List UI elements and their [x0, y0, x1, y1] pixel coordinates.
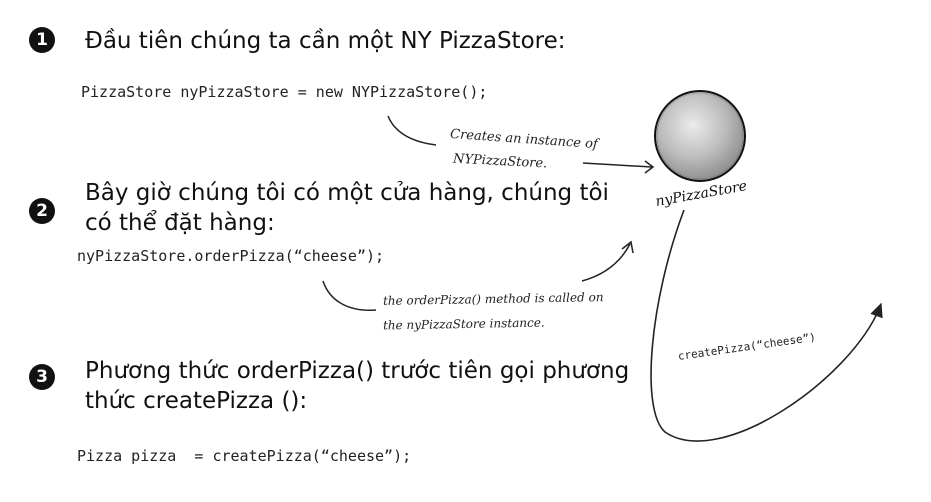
step-3-code: Pizza pizza = createPizza(“cheese”);	[77, 447, 412, 465]
step-2-heading-line-2: có thể đặt hàng:	[85, 210, 275, 236]
object-label: nyPizzaStore	[654, 178, 748, 210]
pizza-store-object-sphere	[654, 90, 746, 182]
step-3-heading-line-1: Phương thức orderPizza() trước tiên gọi …	[85, 358, 630, 384]
step-2-badge: 2	[29, 198, 55, 224]
instance-arrow	[582, 162, 653, 168]
step-1-badge: 1	[29, 27, 55, 53]
step-3-badge: 3	[29, 364, 55, 390]
step-1-code: PizzaStore nyPizzaStore = new NYPizzaSto…	[81, 83, 488, 101]
step-1-heading: Đầu tiên chúng ta cần một NY PizzaStore:	[85, 28, 566, 54]
instance-pointer-curve	[387, 115, 437, 146]
orderpizza-arrow	[581, 243, 631, 282]
create-pizza-loop-arrow	[650, 209, 881, 442]
orderpizza-annotation-line-2: the nyPizzaStore instance.	[382, 315, 545, 333]
orderpizza-pointer-curve	[322, 280, 377, 311]
step-3-heading-line-2: thức createPizza ():	[85, 388, 308, 414]
step-2-heading-line-1: Bây giờ chúng tôi có một cửa hàng, chúng…	[85, 180, 609, 206]
step-2-code: nyPizzaStore.orderPizza(“cheese”);	[77, 247, 385, 265]
